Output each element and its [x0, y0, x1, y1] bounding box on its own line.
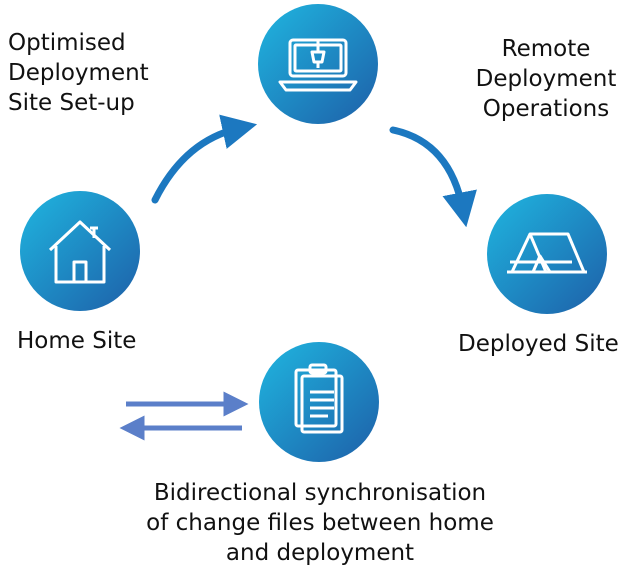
label-setup: Optimised Deployment Site Set-up: [8, 30, 149, 116]
laptop-icon: [278, 38, 358, 92]
label-sync: Bidirectional synchronisation of change …: [146, 480, 494, 566]
house-icon: [48, 220, 112, 284]
label-home: Home Site: [17, 328, 137, 354]
home-node: [20, 191, 140, 311]
tent-icon: [507, 232, 587, 274]
laptop-node: [258, 4, 378, 124]
arrow-home-to-setup: [151, 114, 258, 204]
label-remote: Remote Deployment Operations: [475, 36, 617, 122]
deployed-node: [487, 194, 607, 314]
arrow-setup-to-deployed: [389, 126, 477, 228]
sync-node: [259, 342, 379, 462]
label-deployed: Deployed Site: [458, 331, 619, 357]
clipboard-icon: [294, 363, 344, 434]
